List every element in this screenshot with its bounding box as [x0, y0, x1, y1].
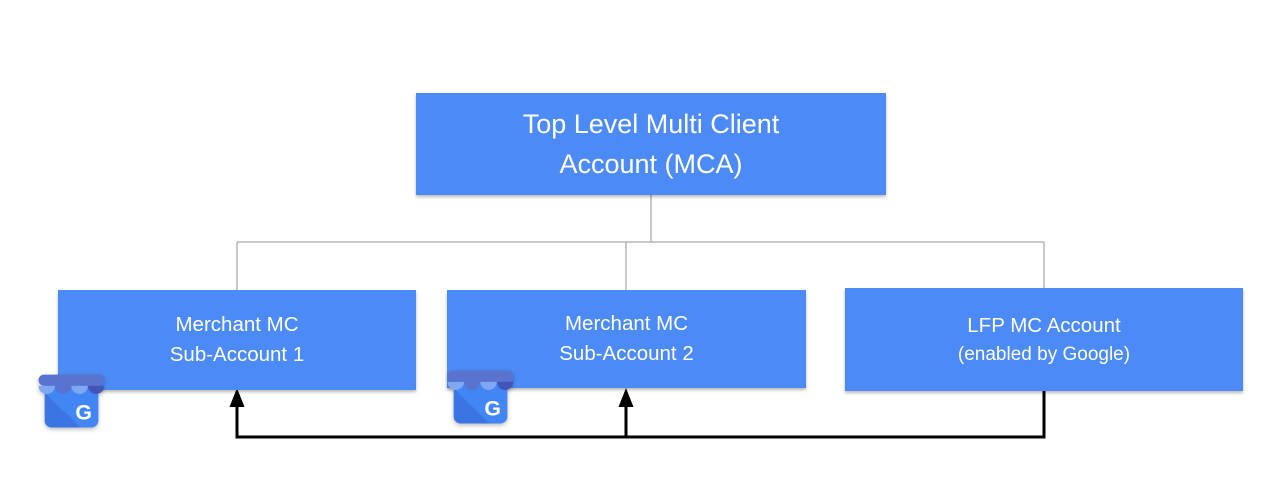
node-label-line1: Merchant MC [564, 312, 689, 336]
lfp-feed-line [235, 391, 1046, 439]
node-label-line1: Top Level Multi Client [522, 108, 780, 139]
storefront-body [44, 383, 99, 428]
node-label-line2: (enabled by Google) [957, 343, 1131, 365]
g-letter: G [75, 400, 92, 424]
node-lfp-mc-account: LFP MC Account (enabled by Google) [845, 288, 1243, 391]
business-profile-icon: G [38, 374, 105, 428]
storefront-awning [38, 374, 105, 395]
node-top-level-mca: Top Level Multi Client Account (MCA) [416, 93, 886, 195]
arrow-up-icon [618, 388, 634, 407]
business-profile-icon: G [447, 370, 514, 424]
arrow-up-icon [229, 388, 245, 407]
node-label-line1: Merchant MC [175, 313, 299, 337]
node-label-line2: Sub-Account 2 [559, 342, 694, 365]
storefront-body [453, 379, 508, 424]
node-label-line1: LFP MC Account [967, 313, 1121, 337]
node-merchant-sub-account-1: Merchant MC Sub-Account 1 [58, 290, 416, 390]
tree-connectors [236, 195, 1045, 290]
storefront-awning [447, 370, 514, 391]
node-label-line2: Sub-Account 1 [169, 343, 305, 366]
g-letter: G [484, 396, 501, 420]
node-label-line2: Account (MCA) [559, 149, 743, 179]
